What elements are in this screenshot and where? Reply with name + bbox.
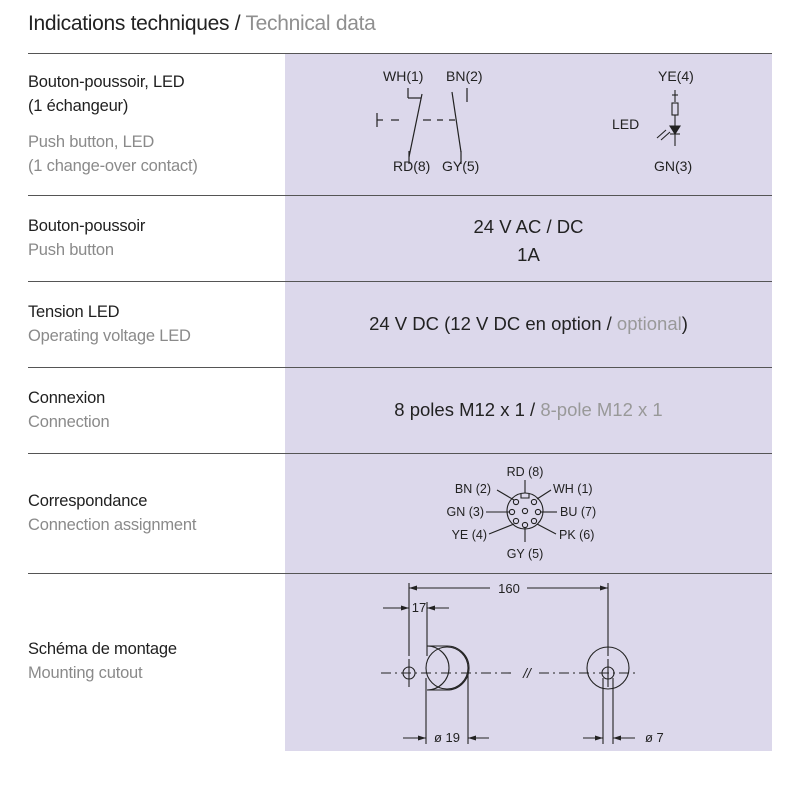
label-fr: Bouton-poussoir: [28, 217, 146, 235]
wh-label: WH(1): [383, 68, 423, 84]
dim-d1: ø 19: [434, 730, 460, 745]
led-schematic: [656, 90, 681, 146]
label-en: Connection: [28, 413, 110, 431]
label-en: Operating voltage LED: [28, 327, 191, 345]
led-voltage-label: Tension LED Operating voltage LED: [28, 300, 191, 348]
led-label: LED: [612, 116, 639, 132]
label-fr: (1 échangeur): [28, 97, 129, 115]
label-en: Push button, LED: [28, 133, 155, 151]
label-en: (1 change-over contact): [28, 157, 198, 175]
assignment-label: Correspondance Connection assignment: [28, 489, 196, 537]
gy-label: GY(5): [442, 158, 479, 174]
label-en: Connection assignment: [28, 516, 197, 534]
mounting-cutout-drawing: 160 17 // ø 19 ø 7: [381, 581, 664, 745]
rating-ac-dc: 24 V AC / DC: [473, 216, 584, 237]
pin-wh: WH (1): [553, 482, 593, 496]
pin-gn: GN (3): [447, 505, 485, 519]
label-fr: Schéma de montage: [28, 640, 177, 658]
title-fr: Indications techniques /: [28, 12, 246, 35]
push-button-label: Bouton-poussoir Push button: [28, 214, 145, 262]
label-en: Mounting cutout: [28, 664, 143, 682]
switch-schematic: [376, 88, 468, 164]
label-fr: Correspondance: [28, 492, 148, 510]
value-column-background: [285, 54, 772, 751]
pin-ye: YE (4): [452, 528, 487, 542]
connection-value: 8 poles M12 x 1 / 8-pole M12 x 1: [394, 399, 663, 420]
label-fr: Connexion: [28, 389, 106, 407]
ye-label: YE(4): [658, 68, 694, 84]
label-en: Push button: [28, 241, 114, 259]
label-fr: Tension LED: [28, 303, 120, 321]
divider: [28, 281, 772, 282]
break-mark: //: [522, 665, 533, 681]
divider: [28, 53, 772, 54]
dim-offset: 17: [412, 600, 426, 615]
title-en: Technical data: [245, 12, 376, 35]
pin-rd: RD (8): [507, 465, 544, 479]
dim-spacing: 160: [498, 581, 520, 596]
m12-pin-diagram: RD (8) BN (2) WH (1) GN (3) BU (7) YE (4…: [447, 465, 597, 561]
page-title: Indications techniques / Technical data: [28, 12, 376, 36]
divider: [28, 453, 772, 454]
rd-label: RD(8): [393, 158, 430, 174]
label-fr: Bouton-poussoir, LED: [28, 73, 185, 91]
dim-d2: ø 7: [645, 730, 664, 745]
bn-label: BN(2): [446, 68, 483, 84]
switch-led-schematic: WH(1) BN(2) RD(8) GY(5) YE(4) LED GN(3): [376, 68, 694, 174]
pin-gy: GY (5): [507, 547, 544, 561]
push-button-led-label: Bouton-poussoir, LED (1 échangeur) Push …: [28, 70, 198, 178]
connection-label: Connexion Connection: [28, 386, 110, 434]
divider: [28, 367, 772, 368]
divider: [28, 573, 772, 574]
mounting-label: Schéma de montage Mounting cutout: [28, 637, 177, 685]
pin-bn: BN (2): [455, 482, 491, 496]
pin-bu: BU (7): [560, 505, 596, 519]
rating-current: 1A: [517, 244, 540, 265]
gn-label: GN(3): [654, 158, 692, 174]
push-button-value: 24 V AC / DC 1A: [285, 213, 772, 269]
divider: [28, 195, 772, 196]
pin-pk: PK (6): [559, 528, 594, 542]
led-voltage-value: 24 V DC (12 V DC en option / optional): [369, 313, 688, 334]
